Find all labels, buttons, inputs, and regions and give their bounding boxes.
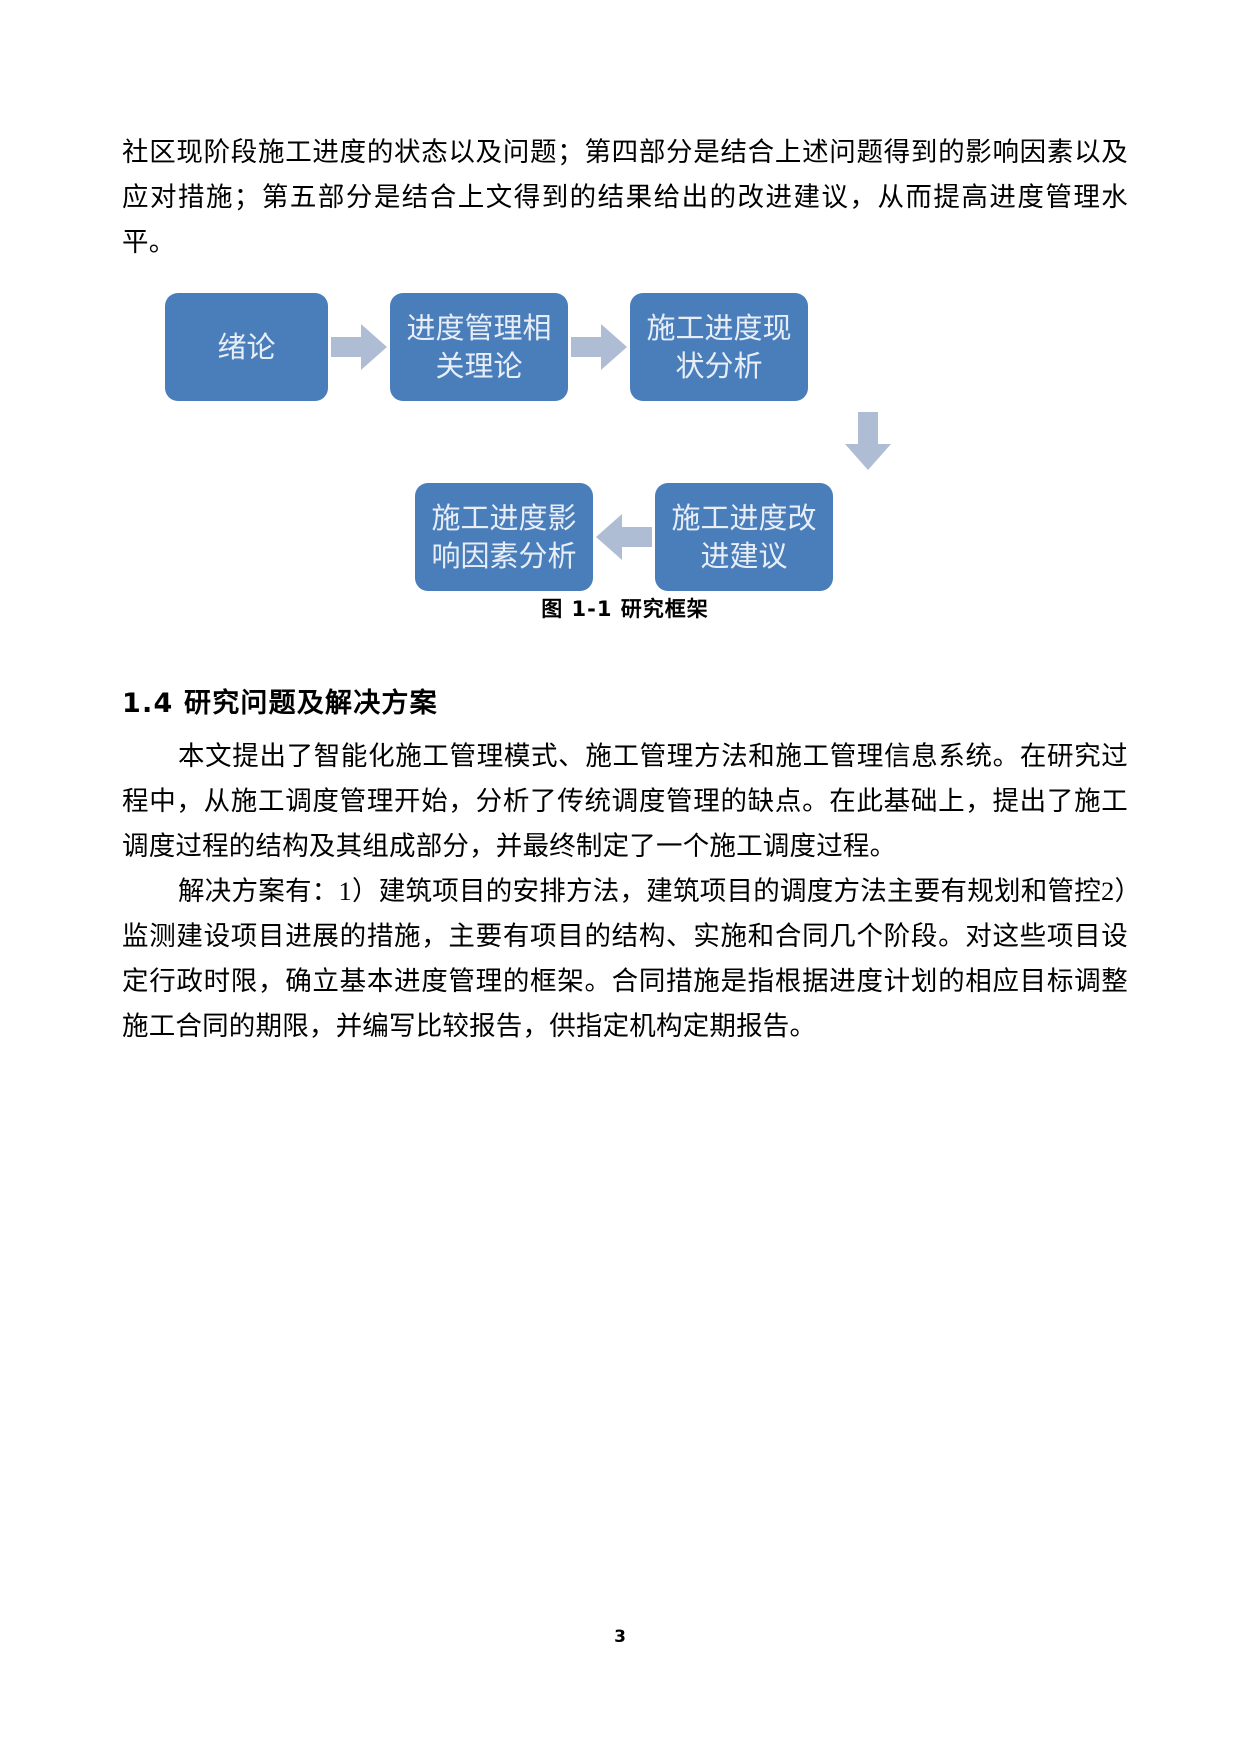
section-paragraph-1: 本文提出了智能化施工管理模式、施工管理方法和施工管理信息系统。在研究过程中，从施… bbox=[122, 741, 1128, 861]
flowchart-row-bottom: 施工进度影 响因素分析 施工进度改 进建议 bbox=[415, 483, 833, 591]
flow-node-improvement-line2: 进建议 bbox=[700, 539, 788, 573]
figure-caption: 图 1-1 研究框架 bbox=[541, 597, 709, 621]
intro-paragraph: 社区现阶段施工进度的状态以及问题；第四部分是结合上述问题得到的影响因素以及应对措… bbox=[122, 137, 1128, 257]
section-heading-1-4: 1.4 研究问题及解决方案 bbox=[122, 688, 438, 719]
arrow-theory-to-status-icon bbox=[568, 293, 630, 401]
section-paragraph-2: 解决方案有：1）建筑项目的安排方法，建筑项目的调度方法主要有规划和管控2）监测建… bbox=[122, 876, 1128, 1041]
flowchart-row-top: 绪论 进度管理相 关理论 施工进度现 bbox=[165, 293, 808, 401]
flow-node-status: 施工进度现 状分析 bbox=[630, 293, 808, 401]
arrow-status-to-improvement-icon bbox=[837, 406, 899, 476]
arrow-intro-to-theory-icon bbox=[328, 293, 390, 401]
flow-node-factors: 施工进度影 响因素分析 bbox=[415, 483, 593, 591]
flow-node-intro: 绪论 bbox=[165, 293, 328, 401]
flow-node-theory-line2: 关理论 bbox=[435, 349, 523, 383]
flow-node-improvement-line1: 施工进度改 bbox=[671, 501, 817, 535]
flow-node-factors-line1: 施工进度影 bbox=[431, 501, 577, 535]
page-number: 3 bbox=[614, 1627, 626, 1647]
flow-node-factors-line2: 响因素分析 bbox=[431, 539, 577, 573]
research-framework-figure: 绪论 进度管理相 关理论 施工进度现 bbox=[122, 293, 1128, 623]
arrow-improvement-to-factors-icon bbox=[593, 483, 655, 591]
flow-node-theory: 进度管理相 关理论 bbox=[390, 293, 568, 401]
flow-node-theory-line1: 进度管理相 bbox=[406, 311, 552, 345]
flow-node-status-line1: 施工进度现 bbox=[646, 311, 792, 345]
flow-node-status-line2: 状分析 bbox=[675, 349, 763, 383]
flow-node-improvement: 施工进度改 进建议 bbox=[655, 483, 833, 591]
flow-node-intro-label: 绪论 bbox=[217, 330, 276, 364]
